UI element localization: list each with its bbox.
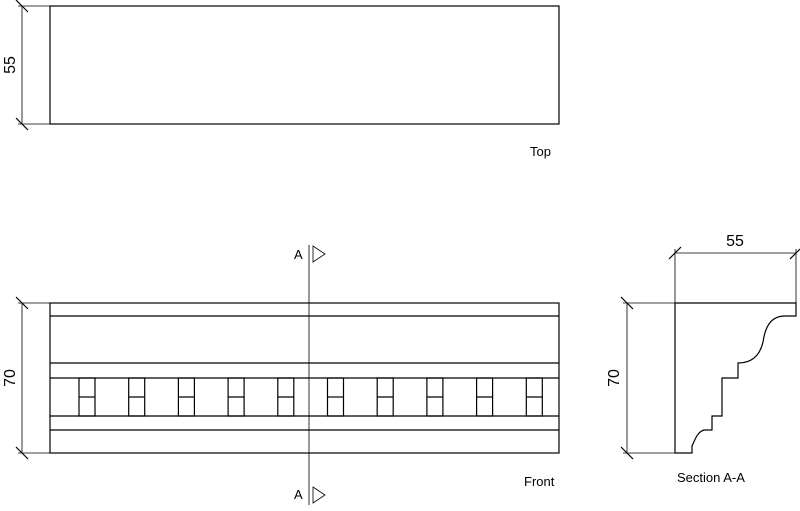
- dentil: [227, 377, 245, 417]
- top-view-label: Top: [530, 144, 551, 159]
- top-dimension: 55: [2, 0, 50, 131]
- section-height-dimension: 70: [606, 296, 675, 460]
- section-view-label: Section A-A: [677, 470, 745, 485]
- section-width-dimension: 55: [668, 233, 800, 303]
- dentil: [128, 377, 146, 417]
- dentil: [426, 377, 444, 417]
- section-arrow-bottom: [312, 486, 326, 504]
- section-height-text: 70: [606, 369, 623, 387]
- front-view-label: Front: [524, 474, 555, 489]
- dentil: [476, 377, 494, 417]
- front-view: 70 A A Front: [2, 245, 560, 505]
- section-marker-top: A: [294, 247, 303, 262]
- top-dimension-text: 55: [2, 56, 19, 74]
- dentil: [177, 377, 195, 417]
- dentil: [326, 377, 345, 417]
- dentil: [525, 377, 543, 417]
- section-cut-line: A A: [294, 245, 326, 505]
- section-view: 55 70 Section A-A: [606, 233, 800, 485]
- front-dimension: 70: [2, 296, 50, 460]
- top-view-outline: [49, 5, 560, 125]
- dentil: [376, 377, 394, 417]
- section-arrow-top: [312, 245, 326, 263]
- section-marker-bottom: A: [294, 487, 303, 502]
- section-width-text: 55: [726, 233, 744, 250]
- dentil-row: [78, 377, 543, 417]
- dentil: [78, 377, 96, 417]
- dentil: [277, 377, 295, 417]
- top-view: 55 Top: [2, 0, 560, 159]
- section-profile: [674, 302, 797, 454]
- front-dimension-text: 70: [2, 369, 19, 387]
